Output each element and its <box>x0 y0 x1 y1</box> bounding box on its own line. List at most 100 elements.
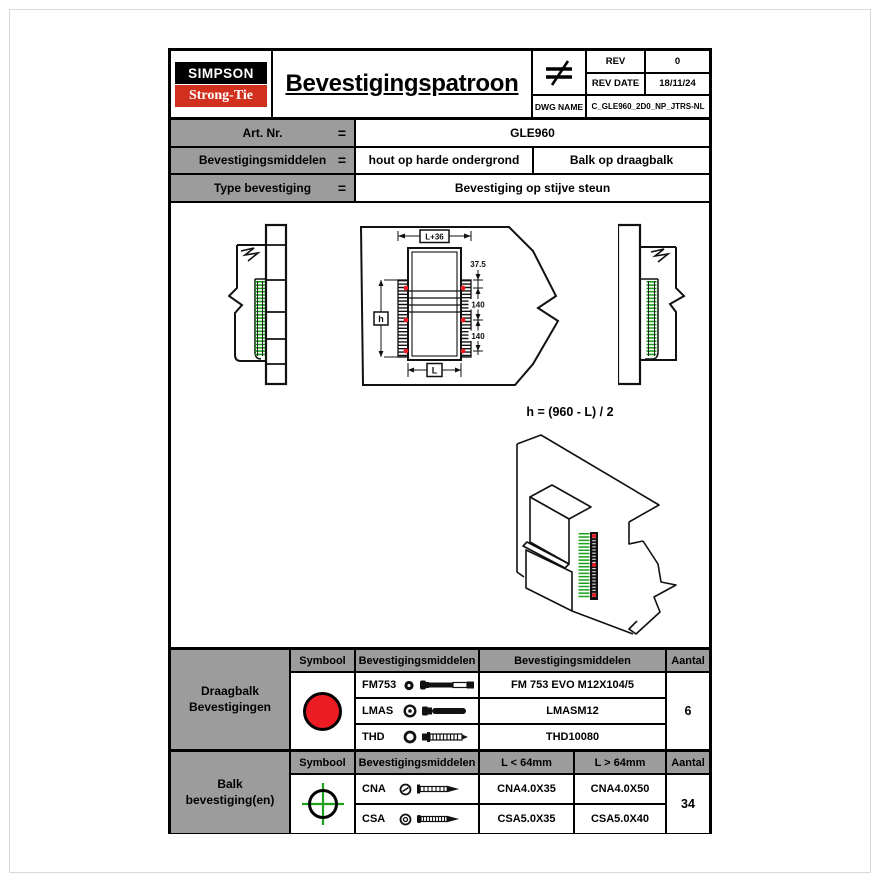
draagbalk-group-label: Draagbalk Bevestigingen <box>171 650 289 749</box>
bolt-icon <box>422 706 466 716</box>
screw-icon <box>417 815 459 823</box>
page-border <box>9 9 871 873</box>
middelen-value-2: Balk op draagbalk <box>534 147 709 174</box>
rev-date-value: 18/11/24 <box>646 73 709 95</box>
beam-outline <box>640 246 686 361</box>
drawing-sheet: SIMPSON Strong-Tie Bevestigingspatroon R… <box>168 48 712 834</box>
bolt-icon <box>420 680 474 690</box>
screw-strip-edges <box>257 281 263 356</box>
product-lmas: LMASM12 <box>480 699 665 723</box>
beam-block <box>522 484 592 612</box>
dim-top: L+36 <box>397 229 472 244</box>
red-fastener-dots <box>403 285 466 354</box>
beam-outline <box>228 244 266 362</box>
plate-outline <box>254 278 266 360</box>
cna-large: CNA4.0X50 <box>575 775 665 803</box>
dwg-name-label: DWG NAME <box>533 96 585 117</box>
title-cell: Bevestigingspatroon <box>273 51 533 117</box>
beam-inner-line <box>411 251 458 357</box>
strip-left-border <box>397 279 409 358</box>
svg-text:h: h <box>378 314 384 324</box>
dim-h: h <box>373 279 398 358</box>
fastener-row-thd: THD <box>356 725 478 749</box>
plate-outline <box>640 278 659 360</box>
sheet-title: Bevestigingspatroon <box>285 70 519 97</box>
info-rows: Art. Nr. = GLE960 Bevestigingsmiddelen =… <box>171 120 709 203</box>
balk-table: Balk bevestiging(en) Symbool Bevestiging… <box>171 749 709 833</box>
strip-right-border <box>460 279 472 358</box>
cna-small: CNA4.0X35 <box>480 775 573 803</box>
artnr-label: Art. Nr. = <box>171 120 354 146</box>
draagbalk-aantal: 6 <box>667 673 709 749</box>
beam-splice-lines <box>408 290 461 313</box>
rev-date-label: REV DATE <box>587 73 644 95</box>
svg-text:L+36: L+36 <box>425 233 444 242</box>
header-aantal: Aantal <box>667 650 709 671</box>
fastener-code: CSA <box>362 813 386 825</box>
symbol-cell <box>291 673 354 749</box>
middelen-label: Bevestigingsmiddelen = <box>171 147 354 174</box>
red-fastener-dots <box>592 534 596 597</box>
break-symbol-icon <box>650 248 671 263</box>
group-label-line1: Draagbalk <box>200 683 260 698</box>
svg-text:37.5: 37.5 <box>470 260 486 269</box>
header-l-small: L < 64mm <box>480 752 573 773</box>
washer-icon <box>404 680 414 690</box>
info-row-artnr: Art. Nr. = GLE960 <box>171 120 709 146</box>
info-row-type: Type bevestiging = Bevestiging op stijve… <box>171 175 709 201</box>
middelen-value-1: hout op harde ondergrond <box>356 147 532 174</box>
break-symbol-icon <box>240 247 261 262</box>
svg-text:140: 140 <box>471 332 485 341</box>
header-symbool: Symbool <box>291 752 354 773</box>
strongtie-logo: Strong-Tie <box>175 84 267 107</box>
type-label-text: Type bevestiging <box>213 181 312 196</box>
logo-cell: SIMPSON Strong-Tie <box>171 51 273 117</box>
column <box>264 223 288 386</box>
revision-table: REV 0 REV DATE 18/11/24 DWG NAME C_GLE96… <box>533 51 709 117</box>
product-fm753: FM 753 EVO M12X104/5 <box>480 673 665 697</box>
drawing-area: L+36 37.5 140 140 <box>171 203 709 647</box>
side-view-right <box>618 223 686 386</box>
fastener-code: THD <box>362 731 385 743</box>
info-row-middelen: Bevestigingsmiddelen = hout op harde ond… <box>171 147 709 174</box>
simpson-logo: SIMPSON <box>175 61 267 84</box>
symbol-cell <box>291 775 354 833</box>
nail-head-icon <box>399 783 412 795</box>
artnr-label-text: Art. Nr. <box>242 125 283 140</box>
screw-head-icon <box>399 813 412 825</box>
title-block: SIMPSON Strong-Tie Bevestigingspatroon R… <box>171 51 709 120</box>
fastener-row-lmas: LMAS <box>356 699 478 723</box>
fastener-row-cna: CNA <box>356 775 478 803</box>
dim-l: L <box>407 362 462 378</box>
csa-large: CSA5.0X40 <box>575 805 665 833</box>
balk-group-label: Balk bevestiging(en) <box>171 752 289 833</box>
screw-strip-edges <box>648 281 655 356</box>
washer-icon <box>403 704 417 718</box>
balk-aantal: 34 <box>667 775 709 833</box>
draagbalk-table: Draagbalk Bevestigingen Symbool Bevestig… <box>171 647 709 749</box>
front-view: L+36 37.5 140 140 <box>359 226 560 386</box>
fastener-code: LMAS <box>362 705 394 717</box>
svg-text:140: 140 <box>471 301 485 310</box>
equals-sign: = <box>337 124 346 141</box>
dim-right: 37.5 140 140 <box>468 260 488 355</box>
red-circle-symbol <box>303 691 342 731</box>
csa-small: CSA5.0X35 <box>480 805 573 833</box>
type-label: Type bevestiging = <box>171 175 354 201</box>
header-middelen-2: Bevestigingsmiddelen <box>480 650 665 671</box>
crosshair-symbol <box>301 783 344 825</box>
fastener-code: FM753 <box>362 679 397 691</box>
header-middelen-1: Bevestigingsmiddelen <box>356 650 478 671</box>
type-value: Bevestiging op stijve steun <box>356 175 709 201</box>
artnr-value: GLE960 <box>356 120 709 146</box>
header-aantal: Aantal <box>667 752 709 773</box>
header-l-large: L > 64mm <box>575 752 665 773</box>
beam <box>407 247 462 361</box>
rev-value: 0 <box>646 51 709 72</box>
group-label-line1: Balk <box>217 776 243 791</box>
column-joints <box>266 244 286 365</box>
fastener-code: CNA <box>362 783 386 795</box>
rev-label: REV <box>587 51 644 72</box>
header-middelen: Bevestigingsmiddelen <box>356 752 478 773</box>
side-view-left <box>228 223 288 386</box>
